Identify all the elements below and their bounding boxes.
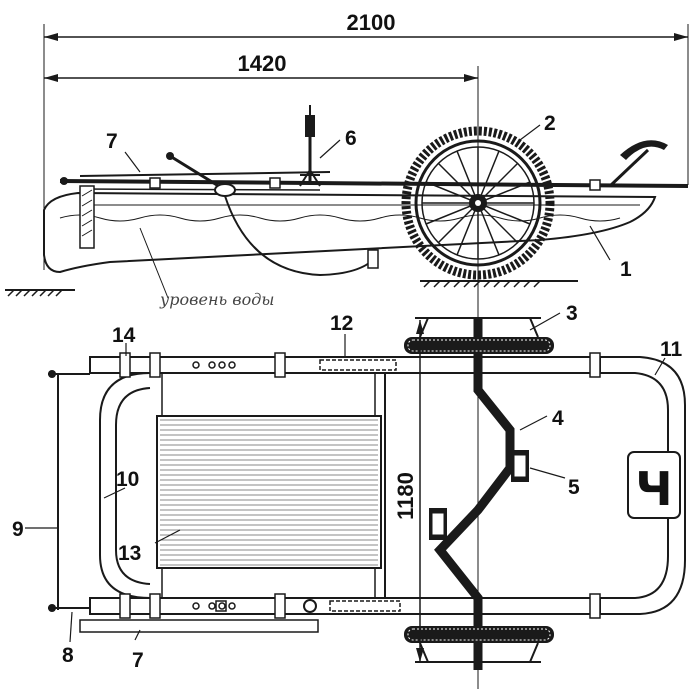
slatted-platform — [156, 415, 382, 569]
callout-10: 10 — [116, 468, 139, 491]
callout-7-plan: 7 — [132, 649, 144, 672]
rear-support — [166, 152, 379, 277]
support-post — [299, 105, 321, 187]
ground-hatch-left — [5, 289, 75, 297]
callout-14: 14 — [112, 324, 136, 347]
front-rest — [608, 140, 668, 188]
axle-crank — [429, 318, 529, 670]
callout-7-side: 7 — [106, 130, 118, 153]
side-bar — [79, 619, 319, 633]
wheel-plan-bottom — [404, 626, 554, 663]
dimension-label-2100: 2100 — [347, 10, 396, 35]
trolley-frame — [59, 171, 689, 191]
callout-4: 4 — [552, 407, 564, 430]
dimension-overall-length: 2100 — [43, 10, 689, 270]
handle-bar — [48, 370, 90, 612]
strap-top — [319, 359, 397, 371]
water-level-label: уровень воды — [159, 290, 274, 309]
callout-5: 5 — [568, 476, 580, 499]
handle-hitch — [60, 177, 95, 249]
dimension-label-1420: 1420 — [238, 51, 287, 76]
callout-2: 2 — [544, 112, 556, 135]
brand-plate: Ч — [627, 451, 681, 519]
dimension-axle-width: 1180 — [393, 320, 424, 662]
boat-hull — [43, 191, 657, 274]
callout-12: 12 — [330, 312, 353, 335]
callout-9: 9 — [12, 518, 24, 541]
callout-1: 1 — [620, 258, 632, 281]
dimension-label-1180: 1180 — [393, 472, 418, 520]
callout-8: 8 — [62, 644, 74, 667]
callout-11: 11 — [660, 338, 683, 361]
strap-bottom — [329, 600, 401, 612]
ground-hatch-right — [420, 280, 578, 288]
brand-glyph: Ч — [635, 462, 672, 516]
water-line — [59, 214, 621, 222]
side-view: уровень воды — [5, 105, 689, 309]
callout-3: 3 — [566, 302, 578, 325]
plan-view: 1180 Ч — [48, 317, 686, 670]
wheel-side-view — [401, 126, 555, 280]
callout-6: 6 — [345, 127, 357, 150]
callouts: 1 2 3 4 5 6 7 7 8 9 10 11 12 13 14 — [12, 112, 683, 672]
callout-13: 13 — [118, 542, 141, 565]
